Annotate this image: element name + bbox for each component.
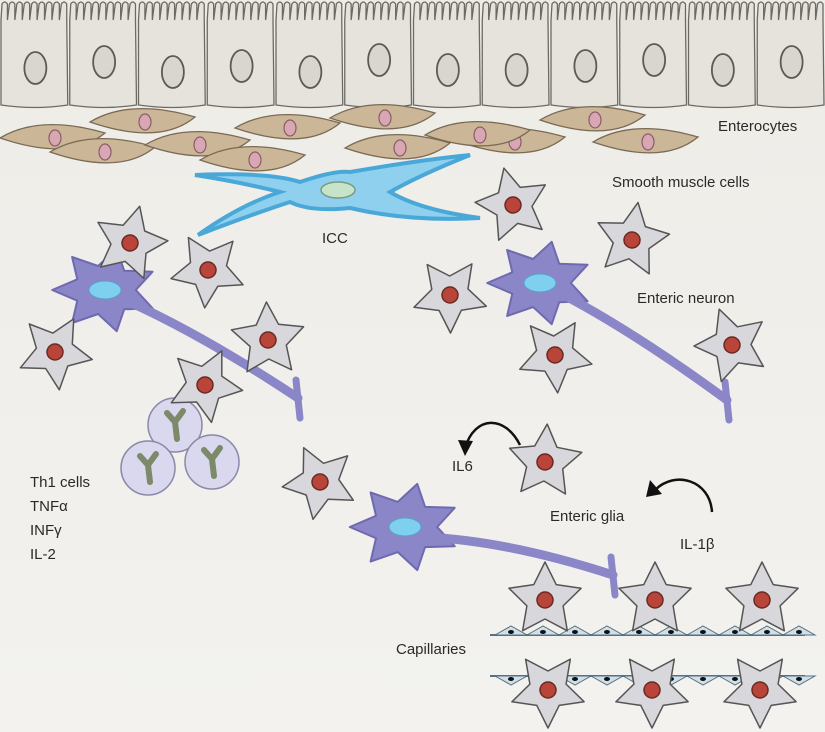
enterocyte-nucleus bbox=[779, 45, 804, 79]
smooth-muscle-nucleus bbox=[378, 109, 392, 127]
glia-nucleus bbox=[753, 591, 771, 609]
glia-nucleus bbox=[311, 473, 329, 491]
endothelial-nucleus bbox=[572, 630, 578, 634]
glia-nucleus bbox=[259, 331, 277, 349]
smooth-muscle-nucleus bbox=[193, 136, 207, 154]
endothelial-nucleus bbox=[764, 630, 770, 634]
enterocyte-nucleus bbox=[642, 43, 667, 77]
enteric-neurons bbox=[51, 240, 733, 599]
endothelial-nucleus bbox=[540, 630, 546, 634]
label-tnf-alpha: TNFα bbox=[30, 498, 68, 515]
label-il6: IL6 bbox=[452, 458, 473, 475]
il6-arrowhead bbox=[458, 440, 473, 456]
neuron-axon bbox=[120, 295, 303, 403]
axon-terminal bbox=[607, 553, 619, 599]
smooth-muscle-nucleus bbox=[641, 133, 655, 151]
label-enterocytes: Enterocytes bbox=[718, 118, 798, 135]
neuron-axon bbox=[555, 288, 732, 405]
enterocyte-nucleus bbox=[229, 49, 254, 83]
enteric-glia-cells bbox=[19, 167, 799, 729]
endothelial-nucleus bbox=[604, 677, 610, 681]
endothelial-nucleus bbox=[732, 677, 738, 681]
smooth-muscle-layer bbox=[0, 103, 700, 172]
label-smooth-muscle-cells: Smooth muscle cells bbox=[612, 174, 750, 191]
glia-nucleus bbox=[441, 286, 459, 304]
glia-nucleus bbox=[623, 231, 641, 249]
label-enteric-neuron: Enteric neuron bbox=[637, 290, 735, 307]
smooth-muscle-nucleus bbox=[98, 143, 112, 161]
neuron-nucleus bbox=[388, 517, 422, 537]
endothelial-nucleus bbox=[668, 630, 674, 634]
enterocyte-nucleus bbox=[160, 55, 185, 89]
enterocyte-nucleus bbox=[23, 51, 48, 85]
smooth-muscle-nucleus bbox=[283, 119, 297, 137]
glia-nucleus bbox=[646, 591, 664, 609]
icc-nucleus bbox=[320, 181, 356, 199]
endothelial-nucleus bbox=[796, 677, 802, 681]
endothelial-nucleus bbox=[732, 630, 738, 634]
smooth-muscle-nucleus bbox=[588, 111, 602, 129]
glia-nucleus bbox=[196, 376, 214, 394]
smooth-muscle-nucleus bbox=[248, 151, 262, 169]
axon-terminal bbox=[292, 376, 304, 422]
glia-nucleus bbox=[546, 346, 564, 364]
enterocyte-nucleus bbox=[298, 55, 323, 89]
glia-nucleus bbox=[723, 336, 741, 354]
endothelial-nucleus bbox=[636, 630, 642, 634]
enterocyte-nucleus bbox=[710, 53, 735, 87]
th1-receptor bbox=[164, 408, 186, 442]
enterocyte bbox=[137, 1, 206, 109]
glia-nucleus bbox=[46, 343, 64, 361]
glia-nucleus bbox=[643, 681, 661, 699]
cytokine-arrows bbox=[458, 421, 714, 513]
label-il-1-beta: IL-1β bbox=[680, 536, 715, 553]
endothelial-nucleus bbox=[508, 630, 514, 634]
label-icc: ICC bbox=[322, 230, 348, 247]
glia-nucleus bbox=[539, 681, 557, 699]
icc-cell bbox=[194, 153, 481, 237]
neuron-nucleus bbox=[88, 280, 122, 300]
endothelial-nucleus bbox=[604, 630, 610, 634]
endothelial-nucleus bbox=[700, 677, 706, 681]
endothelial-nucleus bbox=[796, 630, 802, 634]
il6-arrow bbox=[463, 421, 522, 449]
endothelial-nucleus bbox=[572, 677, 578, 681]
label-inf-gamma: INFγ bbox=[30, 522, 62, 539]
smooth-muscle-nucleus bbox=[48, 129, 62, 147]
enterocyte-layer bbox=[0, 1, 825, 109]
enterocyte bbox=[275, 1, 344, 109]
th1-receptor bbox=[137, 451, 159, 485]
label-capillaries: Capillaries bbox=[396, 641, 467, 658]
enterocyte-nucleus bbox=[435, 53, 460, 87]
th1-receptor bbox=[201, 445, 223, 479]
smooth-muscle-nucleus bbox=[393, 139, 407, 157]
glia-nucleus bbox=[121, 234, 139, 252]
il1b-arrowhead bbox=[646, 480, 662, 497]
glia-nucleus bbox=[536, 591, 554, 609]
endothelial-nucleus bbox=[700, 630, 706, 634]
smooth-muscle-nucleus bbox=[473, 126, 487, 144]
glia-nucleus bbox=[504, 196, 522, 214]
label-enteric-glia: Enteric glia bbox=[550, 508, 625, 525]
enterocyte-nucleus bbox=[573, 49, 598, 83]
label-il-2: IL-2 bbox=[30, 546, 56, 563]
enterocyte-nucleus bbox=[504, 53, 529, 87]
glia-nucleus bbox=[536, 453, 554, 471]
neuron-axon bbox=[420, 532, 618, 580]
axon-terminal bbox=[721, 378, 733, 424]
enterocyte-nucleus bbox=[92, 45, 117, 79]
il1b-arrow bbox=[654, 478, 714, 513]
th1-cells bbox=[120, 397, 240, 496]
glia-nucleus bbox=[199, 261, 217, 279]
enterocyte-nucleus bbox=[367, 43, 392, 77]
endothelial-nucleus bbox=[508, 677, 514, 681]
glia-nucleus bbox=[751, 681, 769, 699]
neuron-nucleus bbox=[523, 273, 557, 293]
label-th1-cells: Th1 cells bbox=[30, 474, 91, 491]
smooth-muscle-nucleus bbox=[138, 113, 152, 131]
